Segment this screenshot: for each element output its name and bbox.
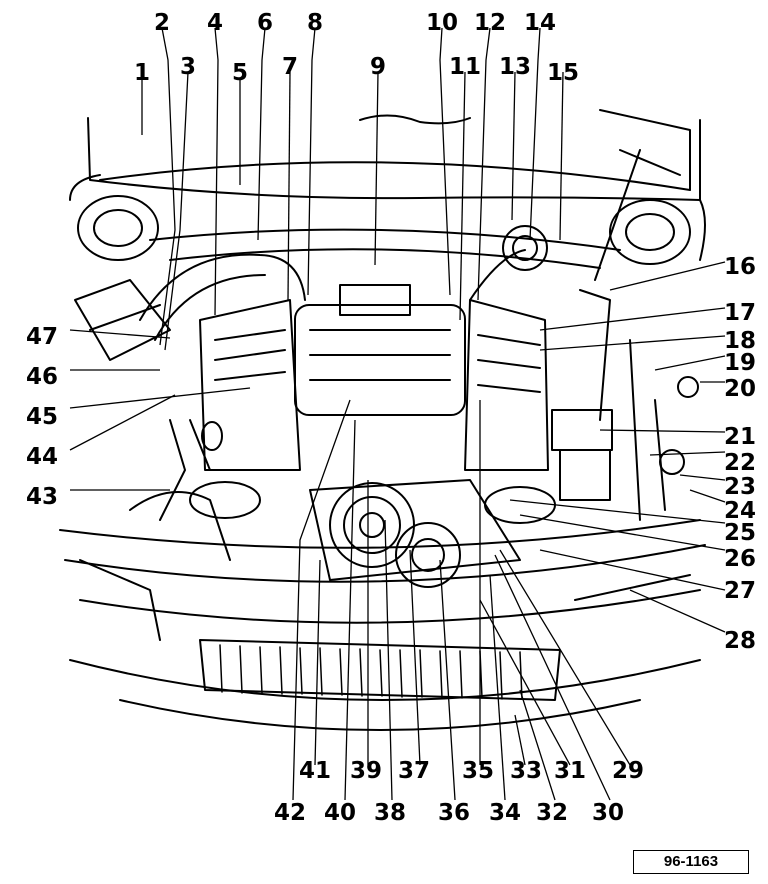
callout-number: 13 bbox=[499, 54, 531, 80]
callout-number: 3 bbox=[180, 54, 196, 80]
callout-number: 25 bbox=[724, 520, 756, 546]
callout-number: 41 bbox=[299, 758, 331, 784]
callout-number: 36 bbox=[438, 800, 470, 826]
callout-number: 10 bbox=[426, 10, 458, 36]
callout-number: 20 bbox=[724, 376, 756, 402]
callout-number: 34 bbox=[489, 800, 521, 826]
callout-number: 38 bbox=[374, 800, 406, 826]
callout-number: 24 bbox=[724, 498, 756, 524]
callout-number: 46 bbox=[26, 364, 58, 390]
callout-number: 32 bbox=[536, 800, 568, 826]
callout-number: 35 bbox=[462, 758, 494, 784]
callout-number: 23 bbox=[724, 474, 756, 500]
callout-numbers: 1234567891011121314151617181920212223242… bbox=[26, 10, 756, 826]
callout-number: 40 bbox=[324, 800, 356, 826]
callout-number: 27 bbox=[724, 578, 756, 604]
callout-number: 29 bbox=[612, 758, 644, 784]
callout-number: 44 bbox=[26, 444, 58, 470]
callout-number: 30 bbox=[592, 800, 624, 826]
callout-number: 37 bbox=[398, 758, 430, 784]
callout-number: 21 bbox=[724, 424, 756, 450]
callout-number: 15 bbox=[547, 60, 579, 86]
callout-number: 11 bbox=[449, 54, 481, 80]
callout-number: 45 bbox=[26, 404, 58, 430]
callout-number: 43 bbox=[26, 484, 58, 510]
callout-number: 6 bbox=[257, 10, 273, 36]
callout-number: 47 bbox=[26, 324, 58, 350]
callout-number: 8 bbox=[307, 10, 323, 36]
callout-number: 31 bbox=[554, 758, 586, 784]
callout-number: 33 bbox=[510, 758, 542, 784]
callout-number: 26 bbox=[724, 546, 756, 572]
callout-number: 14 bbox=[524, 10, 556, 36]
callout-number: 42 bbox=[274, 800, 306, 826]
callout-number: 16 bbox=[724, 254, 756, 280]
callout-number: 9 bbox=[370, 54, 386, 80]
callout-number: 22 bbox=[724, 450, 756, 476]
engine-illustration bbox=[59, 109, 706, 731]
callout-number: 17 bbox=[724, 300, 756, 326]
callout-number: 39 bbox=[350, 758, 382, 784]
callout-number: 18 bbox=[724, 328, 756, 354]
callout-number: 4 bbox=[207, 10, 223, 36]
callout-number: 19 bbox=[724, 350, 756, 376]
figure-reference-code: 96-1163 bbox=[633, 850, 749, 874]
callout-number: 1 bbox=[134, 60, 150, 86]
callout-number: 2 bbox=[154, 10, 170, 36]
callout-number: 5 bbox=[232, 60, 248, 86]
callout-number: 28 bbox=[724, 628, 756, 654]
callout-number: 7 bbox=[282, 54, 298, 80]
leader-lines bbox=[69, 27, 726, 801]
callout-number: 12 bbox=[474, 10, 506, 36]
